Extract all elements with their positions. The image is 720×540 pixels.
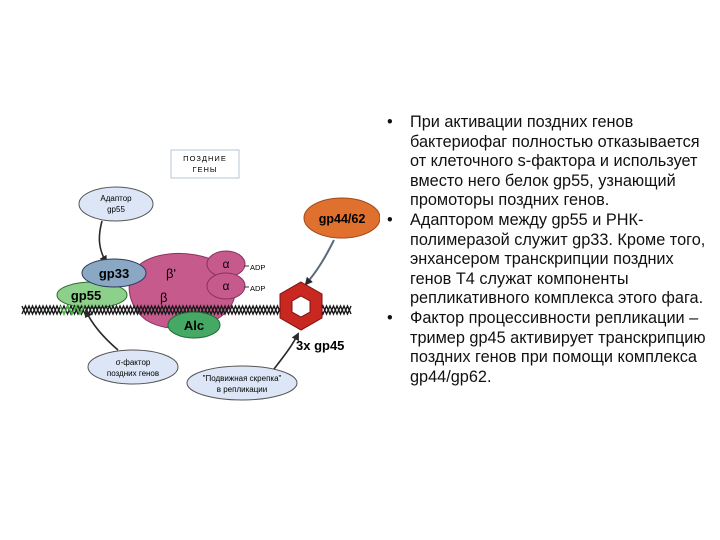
- beta-label: β: [160, 290, 167, 305]
- alpha-subunit-bottom: [206, 272, 246, 300]
- sigma-factor-bubble: σ-фактор поздних генов: [87, 349, 179, 385]
- sliding-clamp-bubble: "Подвижная скрепка" в репликации: [186, 365, 298, 401]
- adaptor-line-1: Адаптор: [100, 194, 132, 203]
- alc-label: Alc: [184, 318, 204, 333]
- bullet-list: При активации поздних генов бактериофаг …: [383, 113, 718, 387]
- clamp-line-2: в репликации: [217, 385, 267, 394]
- gp44-62-label: gp44/62: [319, 212, 366, 226]
- adaptor-pointer-arrow: [98, 220, 107, 264]
- bullet-item: При активации поздних генов бактериофаг …: [383, 113, 718, 211]
- gp44-62-arrow: [304, 239, 335, 286]
- transcription-diagram: ПОЗДНИЕ ГЕНЫ Адаптор gp55 gp44/62 β' β α…: [21, 149, 380, 401]
- clamp-line-1: "Подвижная скрепка": [203, 374, 282, 383]
- clamp-pointer-arrow: [273, 332, 299, 370]
- sigma-line-1: σ-фактор: [116, 358, 151, 367]
- adp-bottom-label: ADP: [250, 284, 265, 293]
- adp-top-label: ADP: [250, 263, 265, 272]
- gp45-clamp: [279, 281, 323, 331]
- gp45-label: 3x gp45: [296, 338, 344, 353]
- gp55-label: gp55: [71, 288, 101, 303]
- gp55-protein: gp55: [56, 281, 128, 309]
- alc-protein: Alc: [167, 311, 221, 339]
- late-genes-line-1: ПОЗДНИЕ: [183, 154, 227, 163]
- beta-prime-label: β': [166, 266, 176, 281]
- promoter-region: [59, 304, 85, 316]
- sigma-pointer-arrow: [84, 309, 119, 351]
- adaptor-bubble: Адаптор gp55: [78, 186, 154, 222]
- adaptor-line-2: gp55: [107, 205, 125, 214]
- late-genes-box: ПОЗДНИЕ ГЕНЫ: [170, 149, 240, 179]
- sigma-line-2: поздних генов: [107, 369, 159, 378]
- bullet-item: Фактор процессивности репликации – триме…: [383, 309, 718, 387]
- alpha-bottom-label: α: [223, 279, 230, 293]
- gp33-protein: gp33: [81, 258, 147, 288]
- late-genes-line-2: ГЕНЫ: [192, 165, 217, 174]
- gp44-62-complex: gp44/62: [303, 197, 380, 239]
- bullet-item: Адаптором между gp55 и РНК-полимеразой с…: [383, 211, 718, 309]
- gp33-label: gp33: [99, 266, 129, 281]
- alpha-top-label: α: [223, 257, 230, 271]
